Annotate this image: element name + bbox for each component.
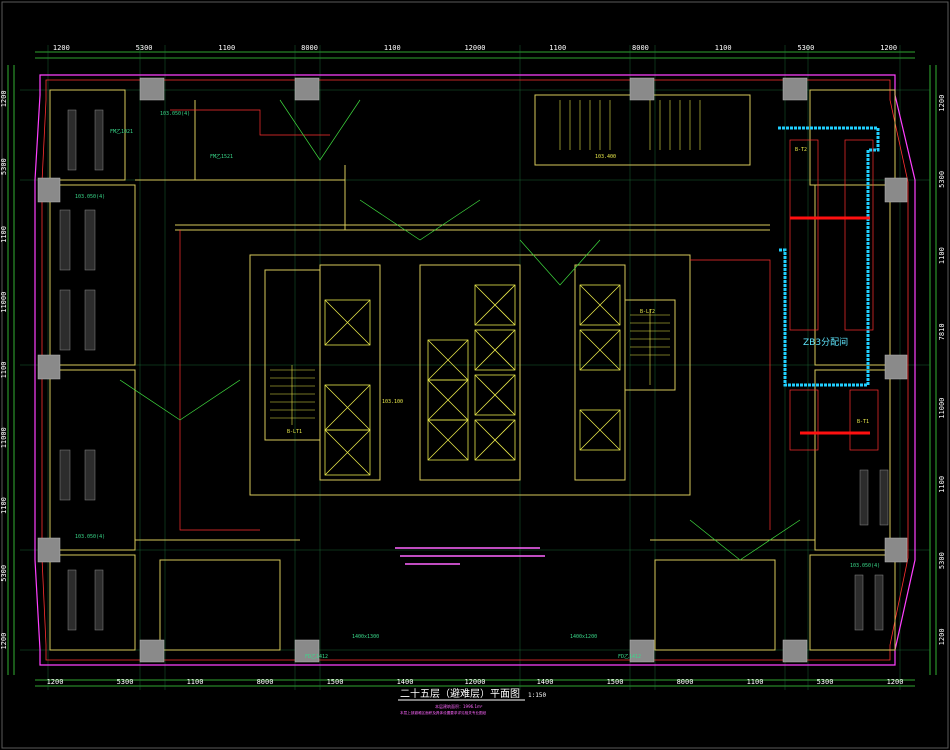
footnote: 本层上部避难区面积及具体设置要求详见相关专业图纸 — [400, 710, 487, 715]
elevation-4-label: 103.400 — [595, 154, 616, 160]
dim-top-label: 1200 — [880, 44, 897, 52]
zb3-room-label: ZB3分配间 — [803, 336, 848, 348]
dim-top-label: 8000 — [632, 44, 649, 52]
dim-top-label: 12000 — [464, 44, 485, 52]
dim-bottom-label: 8000 — [257, 678, 274, 686]
door-fd1-label: FD乙1412 — [305, 653, 328, 660]
dim-top-label: 5300 — [797, 44, 814, 52]
dim-top-label: 8000 — [301, 44, 318, 52]
dim-top-label: 1100 — [715, 44, 732, 52]
elevator-shafts — [324, 284, 621, 476]
dim-right-label: 1100 — [938, 476, 946, 493]
dim-left-label: 1100 — [0, 226, 8, 243]
dim-right-label: 1100 — [938, 247, 946, 264]
dim-left-label: 11000 — [0, 427, 8, 448]
dim-top-label: 1200 — [53, 44, 70, 52]
door-fm1-label: FM乙1521 — [210, 153, 233, 160]
room-t1-label: B-T1 — [857, 419, 869, 425]
window-1-label: 1400x1300 — [352, 634, 379, 640]
dim-bottom-label: 5300 — [817, 678, 834, 686]
dim-bottom-label: 1500 — [327, 678, 344, 686]
dim-top-label: 1100 — [384, 44, 401, 52]
dim-right-label: 11000 — [938, 398, 946, 419]
elevation-2-label: 103.050(4) — [75, 194, 105, 200]
dim-top-label: 1100 — [549, 44, 566, 52]
room-t2-label: B-T2 — [795, 147, 807, 153]
lobby-elevation-label: 103.100 — [382, 399, 403, 405]
dim-right-label: 7810 — [938, 323, 946, 340]
bottom-dimensions: 1200 5300 1100 8000 1500 1400 12000 1400 1500 800… — [47, 678, 904, 686]
drawing-title: 二十五层（避难层）平面图 — [400, 687, 520, 700]
dim-bottom-label: 1200 — [887, 678, 904, 686]
dim-right-label: 1200 — [938, 95, 946, 112]
dim-bottom-label: 1500 — [607, 678, 624, 686]
zb3-room — [778, 126, 880, 451]
elevation-3-label: 103.050(4) — [75, 534, 105, 540]
dim-right-label: 1200 — [938, 628, 946, 645]
elevation-5-label: 103.050(4) — [850, 563, 880, 569]
dim-bottom-label: 5300 — [117, 678, 134, 686]
left-dimensions: 1200 5300 1100 11000 1100 11000 1100 5300 1200 — [0, 90, 8, 649]
dim-bottom-label: 1100 — [187, 678, 204, 686]
dim-left-label: 1100 — [0, 497, 8, 514]
drawing-scale: 1:150 — [528, 692, 546, 699]
right-dimensions: 1200 5300 1100 7810 11000 1100 5300 1200 — [938, 95, 946, 646]
stair-lt2-label: B-LT2 — [640, 309, 655, 315]
dim-bottom-label: 8000 — [677, 678, 694, 686]
door-fd2-label: FD乙1412 — [618, 653, 641, 660]
dim-left-label: 1200 — [0, 90, 8, 107]
dim-left-label: 5300 — [0, 565, 8, 582]
dim-left-label: 1200 — [0, 633, 8, 650]
door-fm2-label: FM乙1021 — [110, 128, 133, 135]
elevation-1-label: 103.050(4) — [160, 111, 190, 117]
dim-top-label: 1100 — [218, 44, 235, 52]
stair-lt1-label: B-LT1 — [287, 429, 302, 435]
dim-bottom-label: 1400 — [397, 678, 414, 686]
dim-left-label: 5300 — [0, 158, 8, 175]
dim-left-label: 1100 — [0, 362, 8, 379]
window-2-label: 1400x1200 — [570, 634, 597, 640]
stairs — [270, 100, 701, 425]
dim-bottom-label: 12000 — [464, 678, 485, 686]
dim-right-label: 5300 — [938, 171, 946, 188]
area-note: 本层建筑面积：1996.1m² — [435, 703, 483, 709]
dimension-lines — [7, 51, 937, 687]
ducts — [119, 99, 801, 561]
dim-top-label: 5300 — [136, 44, 153, 52]
top-dimensions: 1200 5300 1100 8000 1100 12000 1100 8000 1100 530… — [53, 44, 897, 52]
equipment — [59, 109, 889, 631]
magenta-notes — [395, 547, 545, 565]
dim-left-label: 11000 — [0, 292, 8, 313]
dim-right-label: 5300 — [938, 552, 946, 569]
dim-bottom-label: 1100 — [747, 678, 764, 686]
dim-bottom-label: 1200 — [47, 678, 64, 686]
columns — [37, 77, 908, 663]
dim-bottom-label: 1400 — [537, 678, 554, 686]
